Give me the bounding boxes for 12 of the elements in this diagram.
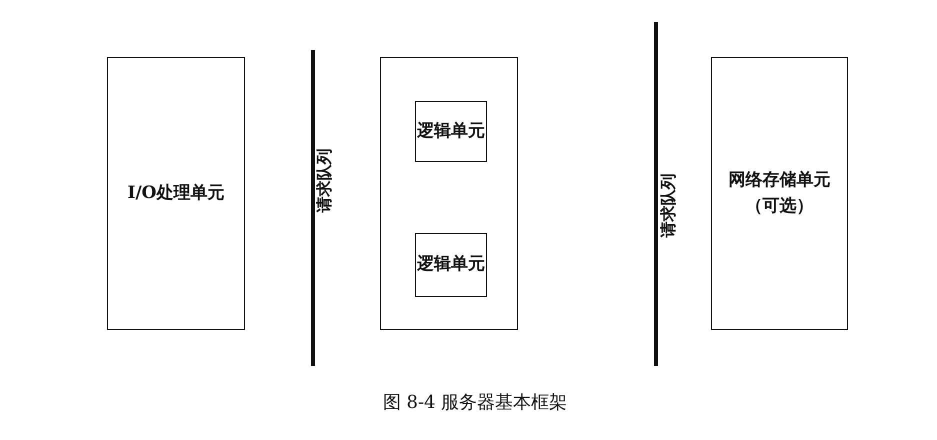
process-box — [415, 233, 487, 297]
figure-caption: 图 8-4 服务器基本框架 — [382, 391, 568, 414]
node-label: 逻辑单元 — [417, 253, 485, 276]
process-box — [107, 57, 245, 330]
process-box — [415, 101, 487, 162]
node-label: I/O处理单元 — [128, 182, 224, 205]
queue-label: 请求队列 — [314, 148, 334, 212]
process-box — [711, 57, 848, 330]
queue-label: 请求队列 — [658, 173, 678, 237]
node-label: 逻辑单元 — [417, 120, 485, 143]
container-box — [380, 57, 518, 330]
node-label: 网络存储单元（可选） — [728, 169, 832, 218]
